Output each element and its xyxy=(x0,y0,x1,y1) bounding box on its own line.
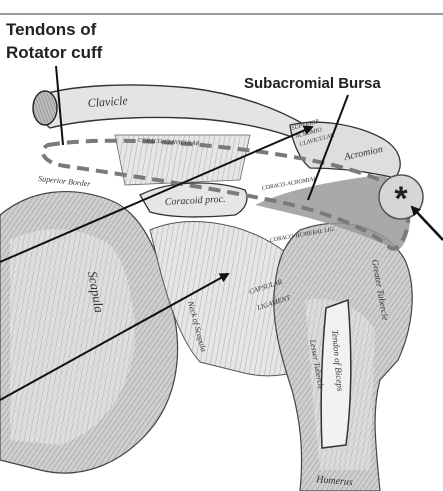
tendons-label-line2: Rotator cuff xyxy=(6,43,103,62)
tendons-label-line1: Tendons of xyxy=(6,20,97,39)
asterisk-mark: * xyxy=(394,180,408,218)
superior-border-engraved-label: Superior Border xyxy=(38,174,92,189)
bursa-label: Subacromial Bursa xyxy=(244,75,381,92)
clavicle-shape xyxy=(38,85,306,140)
clavicle-engraved-label: Clavicle xyxy=(87,93,129,110)
right-arrow xyxy=(412,207,443,240)
clavicle-end xyxy=(33,91,57,125)
